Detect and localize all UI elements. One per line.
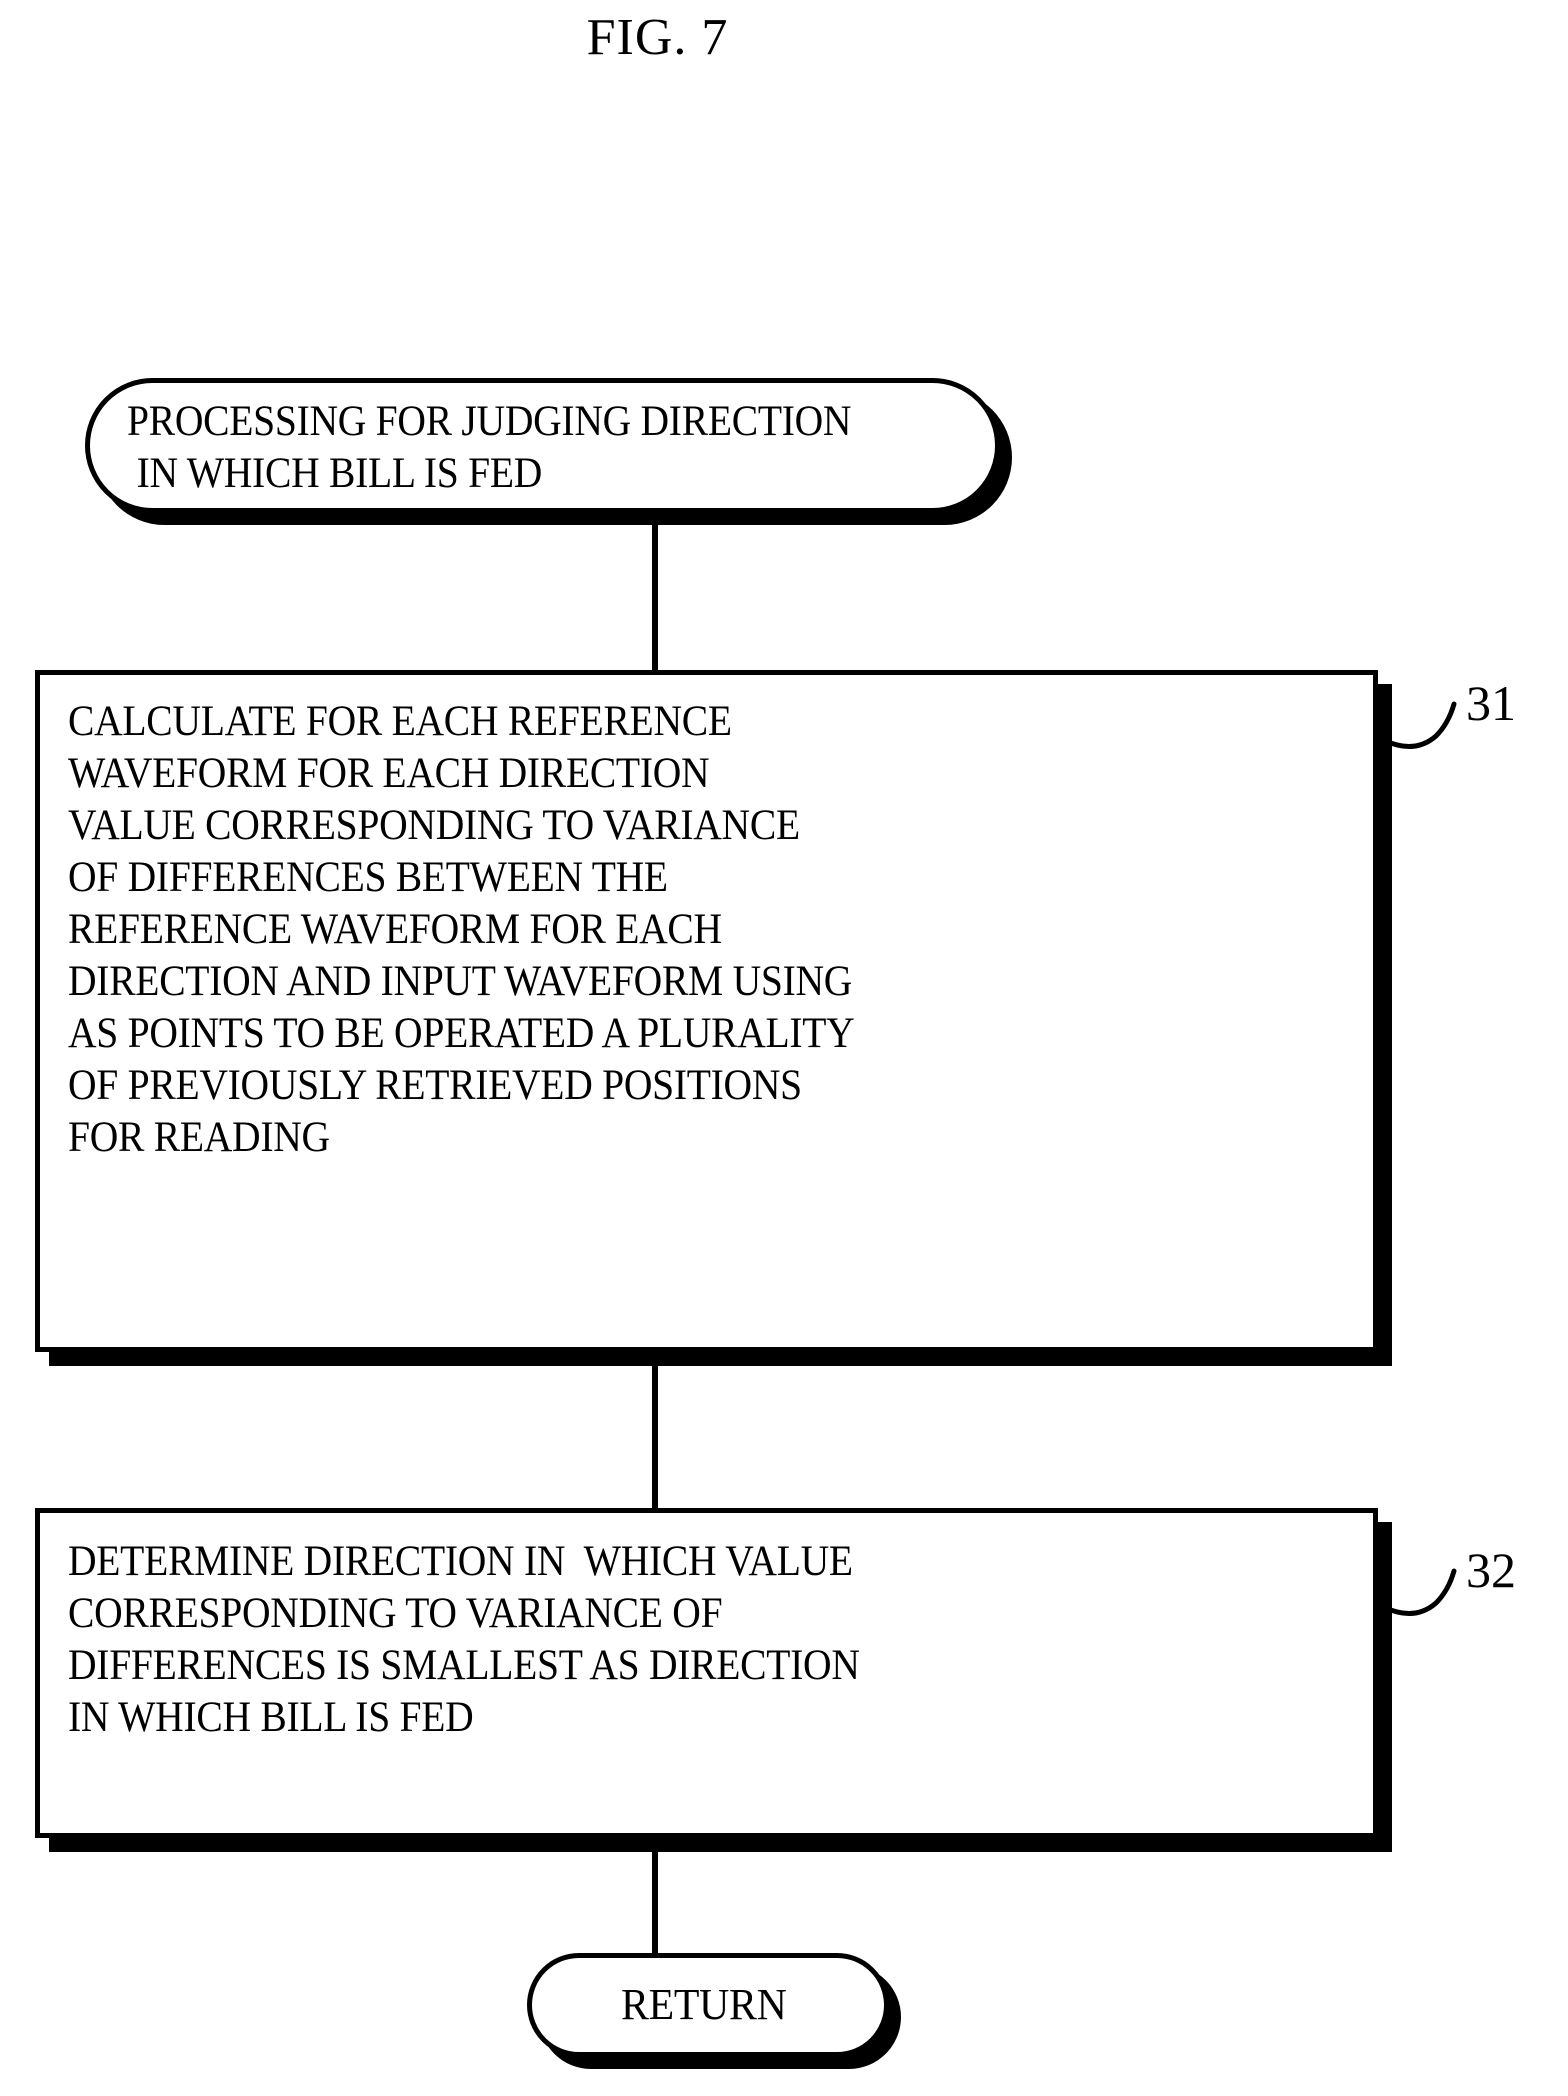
flowchart-node-return: RETURN bbox=[527, 1953, 901, 2069]
start-node-body bbox=[85, 378, 1000, 513]
connector-step32-to-return bbox=[652, 1840, 658, 1955]
step31-body bbox=[35, 670, 1378, 1352]
leader-line-31 bbox=[1374, 701, 1457, 749]
connector-start-to-step31 bbox=[652, 511, 658, 672]
flowchart-node-step31: CALCULATE FOR EACH REFERENCE WAVEFORM FO… bbox=[35, 670, 1392, 1366]
step31-label: CALCULATE FOR EACH REFERENCE WAVEFORM FO… bbox=[68, 698, 855, 1161]
step32-body bbox=[35, 1508, 1378, 1838]
return-node-label: RETURN bbox=[620, 1980, 787, 2029]
reference-numeral-32: 32 bbox=[1466, 1542, 1516, 1598]
leader-line-32 bbox=[1374, 1568, 1457, 1616]
figure-title: FIG. 7 bbox=[586, 9, 729, 66]
connector-step31-to-step32 bbox=[652, 1352, 658, 1510]
return-node-body: RETURN bbox=[527, 1953, 889, 2057]
flowchart-node-start: PROCESSING FOR JUDGING DIRECTION IN WHIC… bbox=[85, 378, 1012, 525]
flowchart-node-step32: DETERMINE DIRECTION IN WHICH VALUE CORRE… bbox=[35, 1508, 1392, 1852]
step32-label: DETERMINE DIRECTION IN WHICH VALUE CORRE… bbox=[68, 1538, 860, 1741]
reference-numeral-31: 31 bbox=[1466, 675, 1516, 731]
start-node-label: PROCESSING FOR JUDGING DIRECTION IN WHIC… bbox=[127, 398, 852, 497]
